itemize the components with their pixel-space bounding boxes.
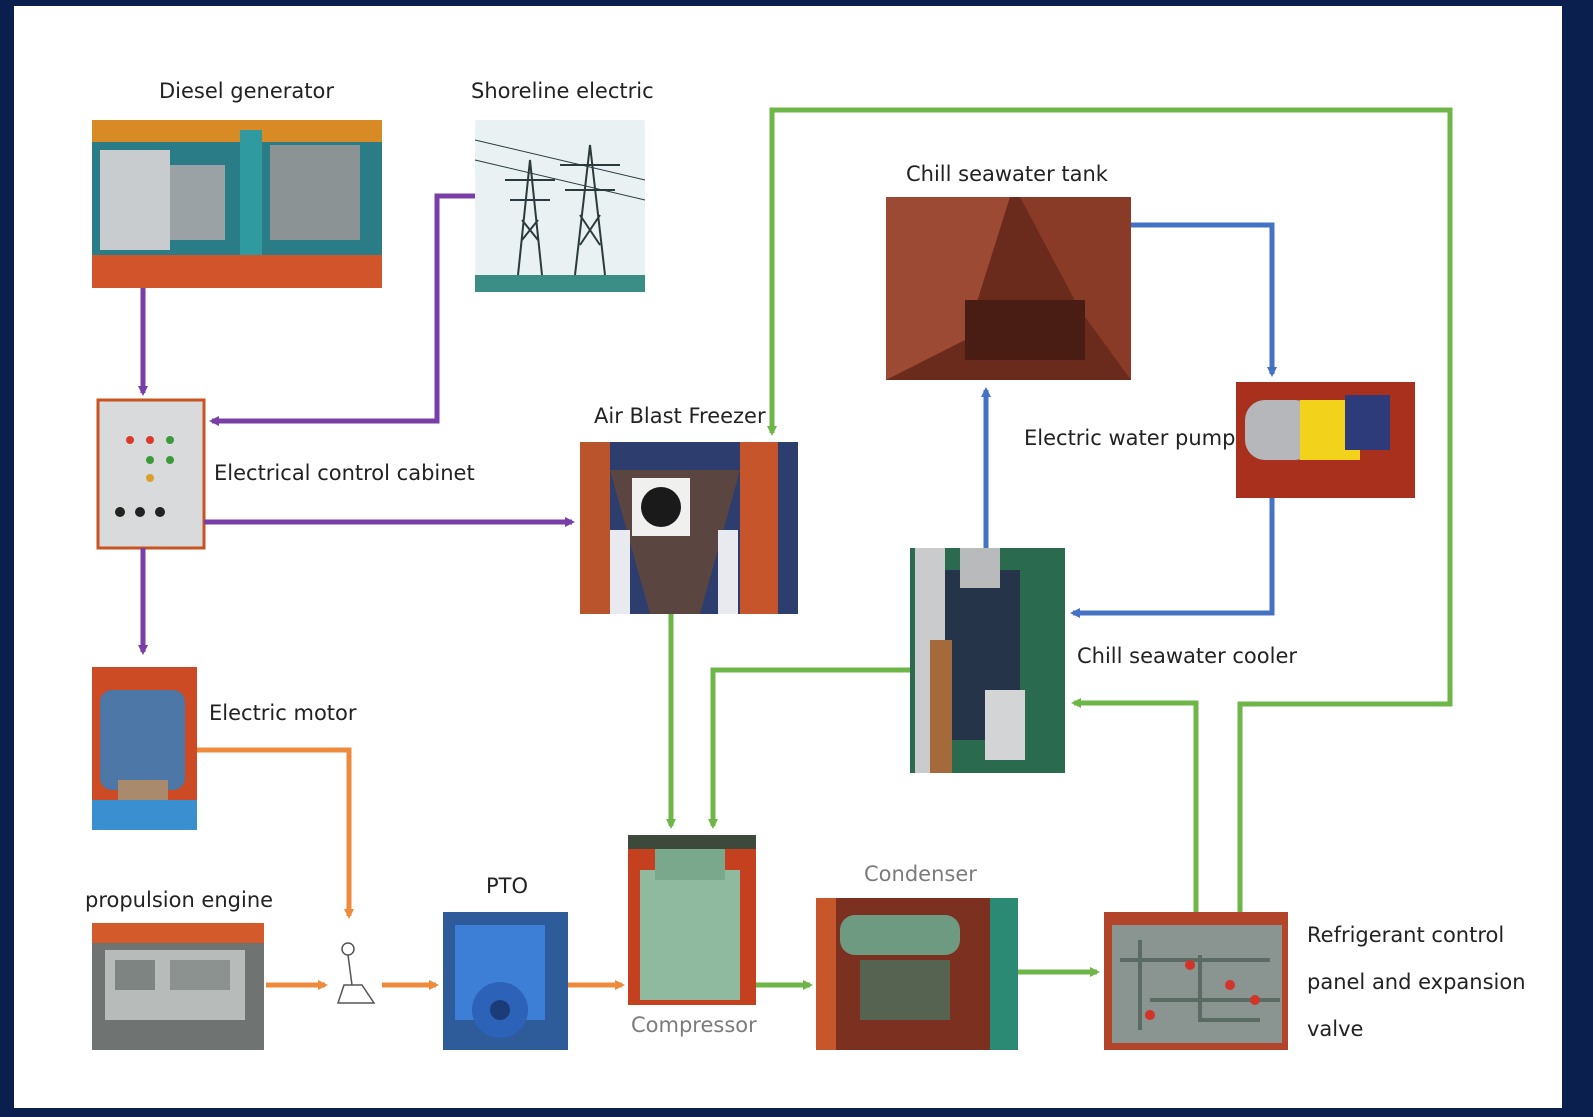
electric-water-pump-photo (1236, 382, 1415, 498)
electric-flow-lines (138, 193, 575, 655)
refrigerant-control-panel-photo (1104, 912, 1288, 1050)
electric-motor-photo (92, 667, 197, 830)
compressor-label: Compressor (631, 1013, 757, 1037)
chill-seawater-tank-label: Chill seawater tank (906, 162, 1109, 186)
diesel-generator-label: Diesel generator (159, 79, 334, 103)
air-blast-freezer-label: Air Blast Freezer (594, 404, 766, 428)
shoreline-electric-label: Shoreline electric (471, 79, 654, 103)
pto-photo (443, 912, 568, 1050)
compressor-photo (628, 835, 756, 1005)
chill-seawater-tank-photo (886, 197, 1131, 380)
condenser-label: Condenser (864, 862, 977, 886)
electrical-control-cabinet-photo (96, 398, 206, 550)
mechanical-flow-lines (197, 747, 625, 990)
propulsion-engine-label: propulsion engine (85, 888, 273, 912)
pto-label: PTO (486, 874, 528, 898)
refrigerant-label-line2: panel and expansion (1307, 970, 1526, 994)
diesel-generator-photo (92, 120, 382, 288)
condenser-photo (816, 898, 1018, 1050)
gear-lever-icon (336, 942, 376, 1004)
flow-diagram: Diesel generator Shoreline electric Chil… (85, 79, 1526, 1050)
shoreline-electric-photo (474, 120, 646, 292)
chill-seawater-cooler-label: Chill seawater cooler (1077, 644, 1297, 668)
propulsion-engine-photo (92, 923, 264, 1050)
electrical-control-cabinet-label: Electrical control cabinet (214, 461, 475, 485)
electric-water-pump-label: Electric water pump (1024, 426, 1235, 450)
refrigerant-flow-lines (666, 107, 1453, 990)
seawater-flow-lines (981, 222, 1277, 618)
refrigerant-label-line3: valve (1307, 1017, 1363, 1041)
air-blast-freezer-photo (580, 442, 798, 614)
electric-motor-label: Electric motor (209, 701, 357, 725)
diagram-frame: Diesel generator Shoreline electric Chil… (14, 6, 1562, 1108)
refrigerant-label-line1: Refrigerant control (1307, 923, 1504, 947)
chill-seawater-cooler-photo (910, 548, 1065, 773)
